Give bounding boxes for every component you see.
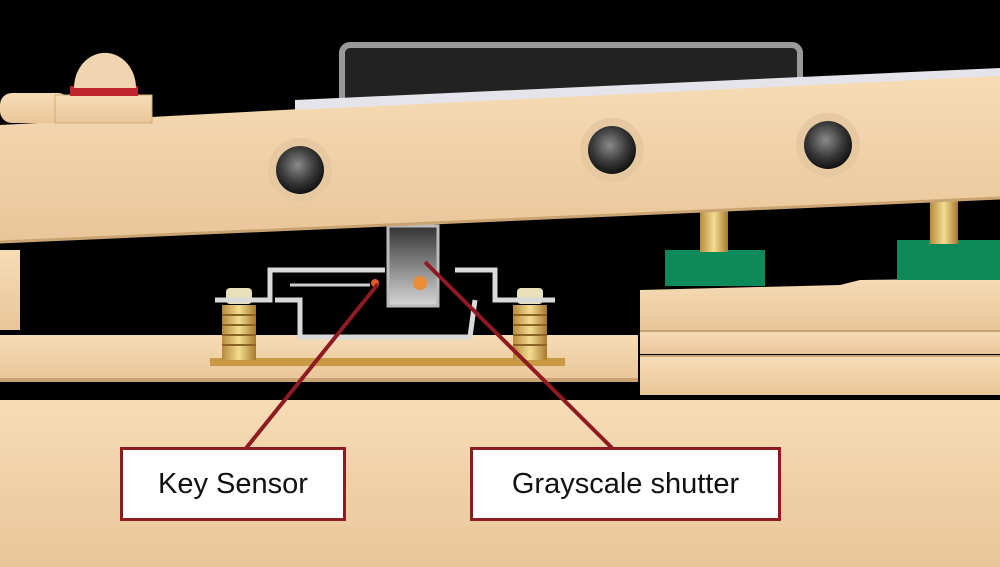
- key-screw: [580, 118, 644, 182]
- grayscale-shutter-label: Grayscale shutter: [470, 447, 781, 521]
- hammer-felt-band: [70, 86, 138, 96]
- metal-strip: [295, 68, 1000, 110]
- key-sensor-label: Key Sensor: [120, 447, 346, 521]
- key-edge: [0, 196, 1000, 244]
- sensor-bracket: [215, 267, 555, 340]
- key-screw: [268, 138, 332, 202]
- sensor-board: [210, 358, 565, 366]
- rail-shadow: [0, 378, 638, 382]
- hammer-felt-head: [74, 52, 136, 88]
- grayscale-shutter-callout-line: [423, 260, 614, 450]
- key-sensor-callout-line: [241, 282, 380, 454]
- left-lever: [0, 93, 70, 123]
- mounting-screw-right: [513, 288, 547, 360]
- key-screw: [796, 113, 860, 177]
- right-rail-blocks: [640, 278, 1000, 395]
- mounting-screw-left: [222, 288, 256, 360]
- hammer-base: [54, 94, 153, 124]
- left-block: [0, 250, 20, 330]
- piano-key: [0, 72, 1000, 242]
